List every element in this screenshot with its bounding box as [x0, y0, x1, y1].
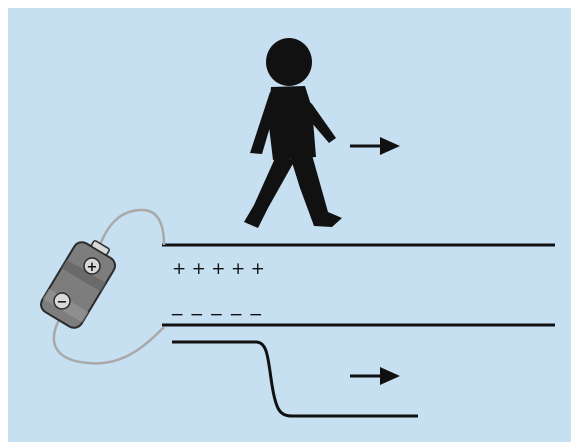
positive-charges-label: + + + + + — [172, 259, 265, 279]
wire-to-bottom-plate — [52, 317, 165, 365]
walking-person-icon — [244, 38, 342, 228]
battery-positive-terminal: + — [83, 257, 101, 275]
wire-to-top-plate — [96, 208, 166, 251]
negative-charges-label: − − − − − — [170, 305, 263, 325]
positive-terminal-sign: + — [87, 260, 98, 275]
negative-terminal-sign: − — [57, 295, 68, 310]
step-waveform — [172, 340, 418, 418]
pulse-direction-arrow — [350, 367, 400, 385]
walker-direction-arrow — [350, 137, 400, 155]
battery-negative-terminal: − — [53, 292, 71, 310]
